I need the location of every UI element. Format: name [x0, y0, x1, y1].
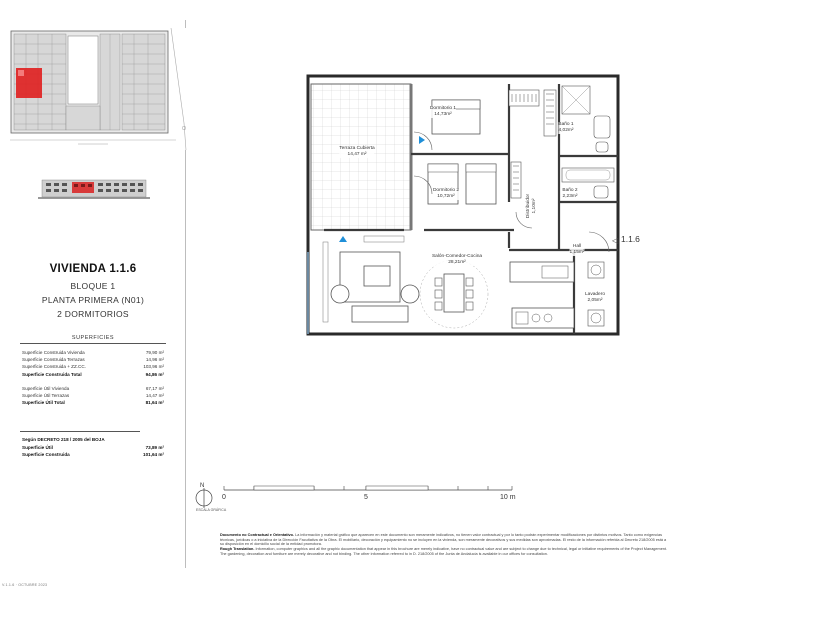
block-label: BLOQUE 1 [70, 281, 116, 291]
room-area: 1,15m² [569, 250, 585, 255]
surface-value: 79,90 m² [145, 350, 164, 355]
room-name: Terraza Cubierta [339, 146, 375, 151]
surface-row: Superficie Construida 101,64 m² [22, 452, 164, 457]
surface-row: Superficie Construida Total 94,86 m² [22, 372, 164, 377]
room-area: 14,73m² [434, 112, 452, 117]
surface-value: 67,17 m² [145, 386, 164, 391]
surface-label: Superficie Útil Terrazas [22, 393, 70, 399]
surface-value: 81,64 m² [145, 400, 164, 406]
surface-row: Superficie Útil Total 81,64 m² [22, 400, 164, 405]
scale-bar [195, 485, 513, 508]
room-name: Dormitorio 2 [432, 188, 460, 193]
surface-label: Superficie Construida Terrazas [22, 357, 85, 363]
dwelling-code-tag: 1.1.6 [621, 234, 640, 244]
surface-value: 94,86 m² [145, 371, 164, 377]
surfaces-divider [20, 343, 166, 344]
surface-row: Superficie Construida Vivienda 79,90 m² [22, 350, 164, 355]
surface-label: Superficie Construida Total [22, 371, 82, 377]
room-name: Dormitorio 1 [429, 106, 457, 111]
surface-value: 14,96 m² [145, 357, 164, 363]
disclaimer-spanish: Documento no Contractual e Orientativo. … [220, 533, 667, 547]
entry-arrow-icon: ◁ [612, 236, 619, 245]
room-area: 4,02m² [558, 128, 574, 133]
room-name: Baño 1 [558, 122, 574, 127]
room-area: 14,47 m² [347, 152, 367, 157]
surface-row: Superficie Útil Terrazas 14,47 m² [22, 393, 164, 398]
room-area: 28,21m² [448, 260, 466, 265]
surface-value: 101,64 m² [143, 452, 164, 458]
room-area: 10,72m² [437, 194, 455, 199]
bedrooms-label: 2 DORMITORIOS [57, 309, 129, 319]
surface-label: Superficie Construida [22, 452, 70, 458]
surface-label: Superficie Construida + ZZ.CC. [22, 364, 86, 370]
room-area: 2,05m² [587, 298, 603, 303]
room-area: 2,23m² [562, 194, 578, 199]
surface-label: Superficie Útil [22, 445, 53, 450]
room-name: Hall [572, 244, 582, 249]
surface-value: 14,47 m² [145, 393, 164, 399]
scale-tick-10: 10 m [500, 494, 516, 501]
scale-tick-0: 0 [222, 494, 226, 501]
floor-label: PLANTA PRIMERA (N01) [41, 295, 145, 305]
surface-label: Superficie Útil Vivienda [22, 386, 70, 391]
surface-row: Superficie Útil 73,89 m² [22, 445, 164, 450]
floor-plan [306, 74, 620, 336]
document-code: V.1.1.6 · OCTUBRE 2023 [2, 583, 48, 587]
sidebar-divider [185, 20, 186, 568]
north-label: N [200, 483, 205, 489]
room-name: Baño 2 [562, 188, 578, 193]
scale-tick-5: 5 [364, 494, 368, 501]
building-elevation-image [38, 179, 150, 199]
site-plan-image [8, 28, 188, 150]
surface-row: Superficie Útil Vivienda 67,17 m² [22, 386, 164, 391]
surfaces-heading: SUPERFICIES [71, 335, 115, 341]
surface-row: Superficie Construida Terrazas 14,96 m² [22, 357, 164, 362]
surface-value: 73,89 m² [145, 445, 164, 450]
surface-row: Superficie Construida + ZZ.CC. 103,96 m² [22, 364, 164, 369]
surface-value: 103,96 m² [143, 364, 164, 370]
decree-divider [20, 431, 140, 432]
dwelling-title: VIVIENDA 1.1.6 [49, 263, 137, 275]
decree-heading: Según DECRETO 218 / 2005 del BOJA [22, 437, 105, 442]
room-name: Lavadero [584, 292, 606, 297]
surface-label: Superficie Útil Total [22, 400, 65, 406]
disclaimer-english: Rough Translation. Information, computer… [220, 547, 668, 556]
surface-label: Superficie Construida Vivienda [22, 350, 85, 355]
scale-caption: ESCALA GRÁFICA [196, 508, 227, 512]
room-name: Salón-Comedor-Cocina [431, 254, 483, 259]
room-area: 1,10m² [532, 198, 537, 214]
